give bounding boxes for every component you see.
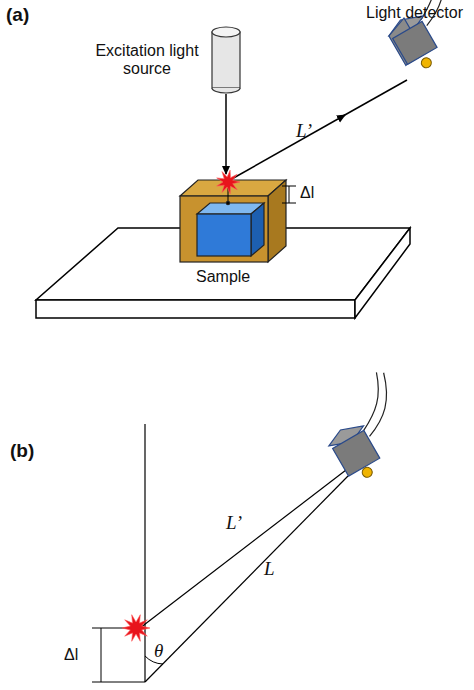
length-label: L’ [296,120,312,142]
length-label: L’ [226,512,242,534]
emission-spot [122,615,150,642]
angle-label: θ [154,640,163,662]
part-label: Light detector [366,4,463,22]
surface-path [145,476,348,682]
sample-cube [180,180,286,262]
emission-ray [230,115,345,180]
light-source [212,27,240,93]
panel-label: (b) [10,440,34,462]
light-detector [309,369,425,486]
emission-spot [217,170,240,194]
burst-shape [122,615,150,642]
part-label: Excitation light source [88,42,206,79]
normal-line [144,424,145,682]
thickness-bracket [282,186,296,203]
length-label: L [264,558,275,580]
excitation-beam [225,94,227,174]
panel-label: (a) [6,4,29,26]
emission-path [140,470,346,628]
dimension-label: Δl [300,184,314,202]
burst-shape [217,170,240,194]
part-label: Sample [196,268,250,286]
emission-ray [343,80,407,116]
dimension-label: Δl [64,646,78,664]
